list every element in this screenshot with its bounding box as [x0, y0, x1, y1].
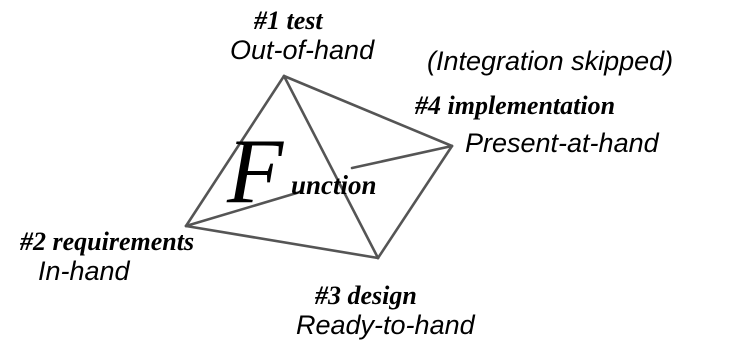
vertex-implementation-title: #4 implementation [415, 91, 616, 120]
edge-test-requirements [184, 74, 286, 228]
edge-requirements-design [184, 224, 380, 260]
edge-requirements-center [184, 190, 302, 228]
center-label-initial: F [227, 120, 284, 222]
vertex-requirements-subtitle: In-hand [38, 256, 130, 286]
vertex-design-subtitle: Ready-to-hand [296, 310, 475, 340]
vertex-test-subtitle: Out-of-hand [230, 35, 375, 65]
edge-test-design [282, 74, 380, 260]
vertex-test-title: #1 test [254, 6, 323, 35]
center-label-rest: unction [291, 170, 377, 200]
edge-test-implementation [282, 74, 454, 148]
integration-note: (Integration skipped) [427, 46, 674, 76]
edge-implementation-center [350, 144, 454, 170]
vertex-implementation-subtitle: Present-at-hand [465, 128, 659, 158]
edge-design-implementation [376, 144, 454, 260]
vertex-design-title: #3 design [315, 281, 417, 310]
vertex-requirements-title: #2 requirements [20, 227, 195, 256]
